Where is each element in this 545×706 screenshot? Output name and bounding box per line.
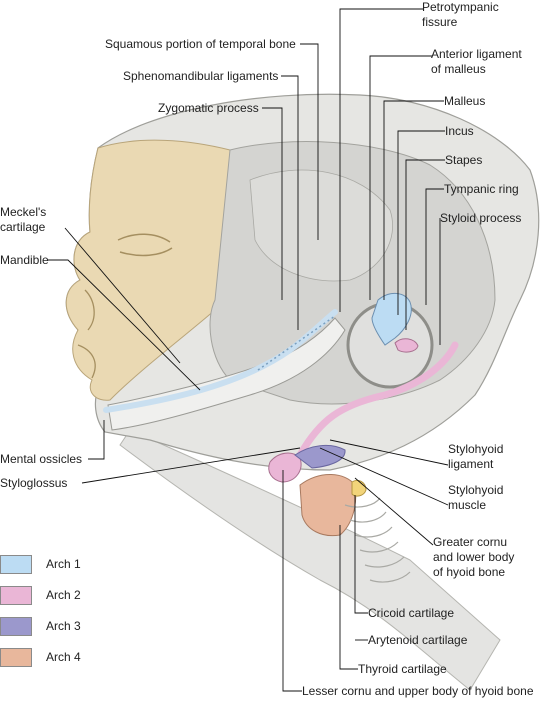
thyroid-cartilage-shape	[299, 474, 357, 537]
trachea-rings	[344, 497, 411, 583]
legend-swatch-arch-2	[0, 586, 32, 605]
label-lesser-cornu-hyoid: Lesser cornu and upper body of hyoid bon…	[302, 684, 534, 698]
legend-swatch-arch-3	[0, 617, 32, 636]
label-stylohyoid-muscle: Stylohyoid muscle	[448, 483, 504, 512]
hyoid-arch3-shape	[294, 444, 346, 469]
legend-label-arch-3: Arch 3	[46, 619, 81, 633]
legend-label-arch-2: Arch 2	[46, 588, 81, 602]
legend-swatch-arch-4	[0, 648, 32, 667]
label-meckels-cartilage: Meckel's cartilage	[0, 205, 47, 234]
label-malleus: Malleus	[444, 94, 486, 108]
hyoid-arch2-shape	[268, 452, 302, 483]
arytenoid-cartilage-shape	[351, 479, 367, 497]
legend-label-arch-1: Arch 1	[46, 557, 81, 571]
label-stylohyoid-ligament: Stylohyoid ligament	[448, 442, 504, 471]
cranial-fold	[249, 169, 393, 282]
label-zygomatic-process: Zygomatic process	[158, 101, 259, 115]
label-mental-ossicles: Mental ossicles	[0, 452, 83, 466]
stapes-shape	[394, 338, 419, 353]
legend-swatch-arch-1	[0, 555, 32, 574]
label-incus: Incus	[445, 124, 474, 138]
label-tympanic-ring: Tympanic ring	[444, 182, 519, 196]
label-anterior-ligament-malleus: Anterior ligament of malleus	[431, 47, 522, 76]
label-thyroid-cartilage: Thyroid cartilage	[358, 662, 447, 676]
eye-fold	[117, 233, 173, 257]
label-cricoid-cartilage: Cricoid cartilage	[368, 606, 455, 620]
leader-lines	[48, 8, 449, 692]
label-greater-cornu-hyoid: Greater cornu and lower body of hyoid bo…	[433, 535, 515, 579]
legend-label-arch-4: Arch 4	[46, 650, 81, 664]
label-mandible: Mandible	[0, 253, 49, 267]
label-stapes: Stapes	[445, 153, 483, 167]
label-squamous-temporal: Squamous portion of temporal bone	[105, 37, 296, 51]
label-styloid-process: Styloid process	[440, 211, 522, 225]
styloid-process-shape	[296, 341, 459, 459]
meckels-cartilage-dashes	[257, 315, 336, 371]
label-arytenoid-cartilage: Arytenoid cartilage	[368, 633, 468, 647]
label-styloglossus: Styloglossus	[0, 476, 68, 490]
nose-fold	[77, 289, 96, 379]
mandible-shape	[107, 317, 346, 431]
label-petrotympanic-fissure: Petrotympanic fissure	[422, 0, 499, 29]
label-sphenomandibular-ligaments: Sphenomandibular ligaments	[123, 69, 279, 83]
neck-region	[119, 429, 501, 691]
